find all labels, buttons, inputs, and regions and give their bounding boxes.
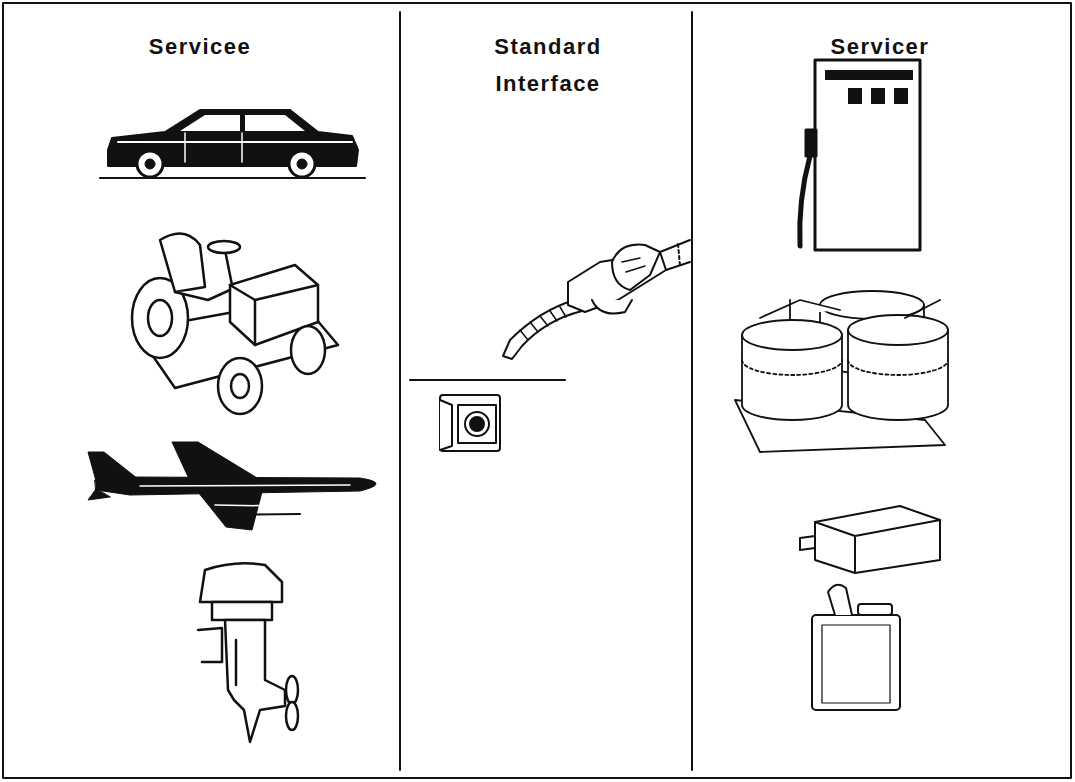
- car-illustration: [100, 110, 365, 178]
- column-heading: Servicee: [90, 28, 310, 65]
- gas-pump-illustration: [800, 60, 920, 250]
- jerry-can-illustration: [812, 585, 900, 710]
- fuel-door-illustration: [440, 395, 500, 451]
- portable-tank-illustration: [800, 506, 940, 573]
- storage-tanks-illustration: [735, 291, 948, 452]
- outboard-motor-illustration: [198, 563, 298, 742]
- interface-divider: [410, 379, 565, 381]
- outer-border: [3, 3, 1071, 778]
- column-heading: Standard Interface: [473, 28, 623, 102]
- fuel-nozzle-illustration: [503, 240, 690, 359]
- tractor-illustration: [132, 234, 338, 414]
- column-divider: [691, 12, 693, 770]
- column-divider: [399, 12, 401, 770]
- airplane-illustration: [88, 442, 376, 530]
- column-heading: Servicer: [770, 28, 990, 65]
